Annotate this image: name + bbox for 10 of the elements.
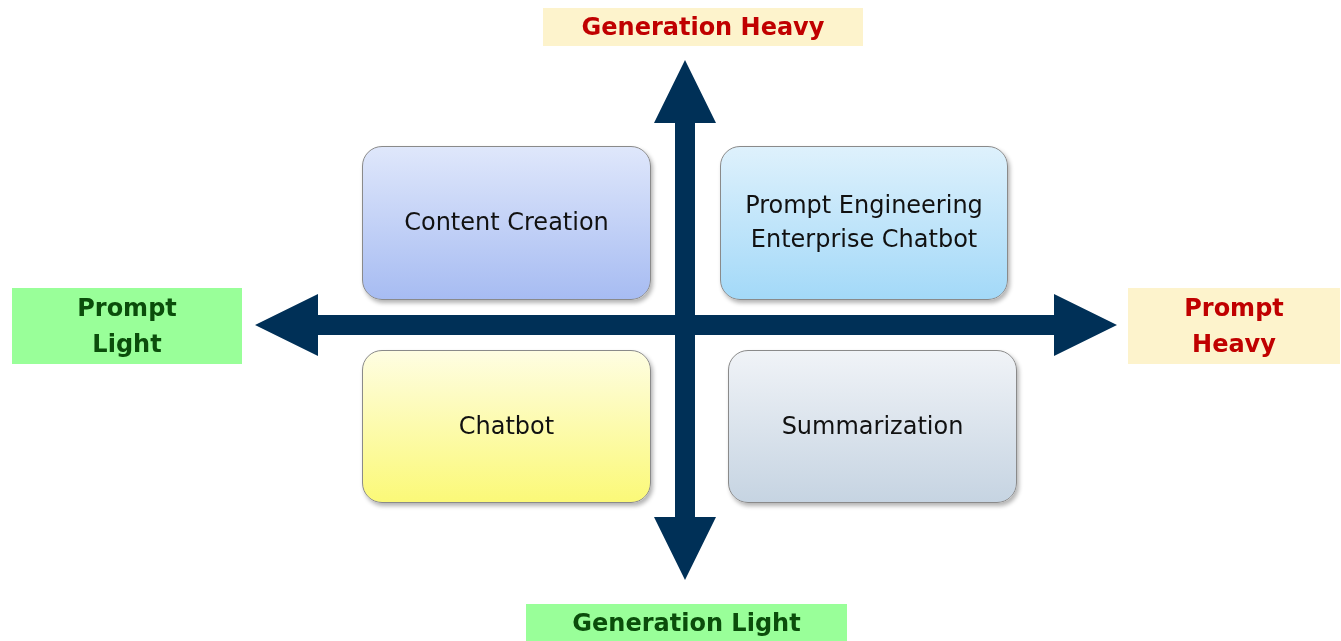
quadrant-box: Chatbot <box>362 350 651 503</box>
axis-arrow <box>654 60 716 580</box>
axis-label: Prompt Light <box>12 288 242 364</box>
axis-label: Generation Light <box>526 604 847 641</box>
axis-label: Prompt Heavy <box>1128 288 1340 364</box>
quadrant-box: Prompt Engineering Enterprise Chatbot <box>720 146 1008 300</box>
axis-arrow <box>255 294 1117 356</box>
quadrant-box: Summarization <box>728 350 1017 503</box>
quadrant-box: Content Creation <box>362 146 651 300</box>
axis-label: Generation Heavy <box>543 8 863 46</box>
